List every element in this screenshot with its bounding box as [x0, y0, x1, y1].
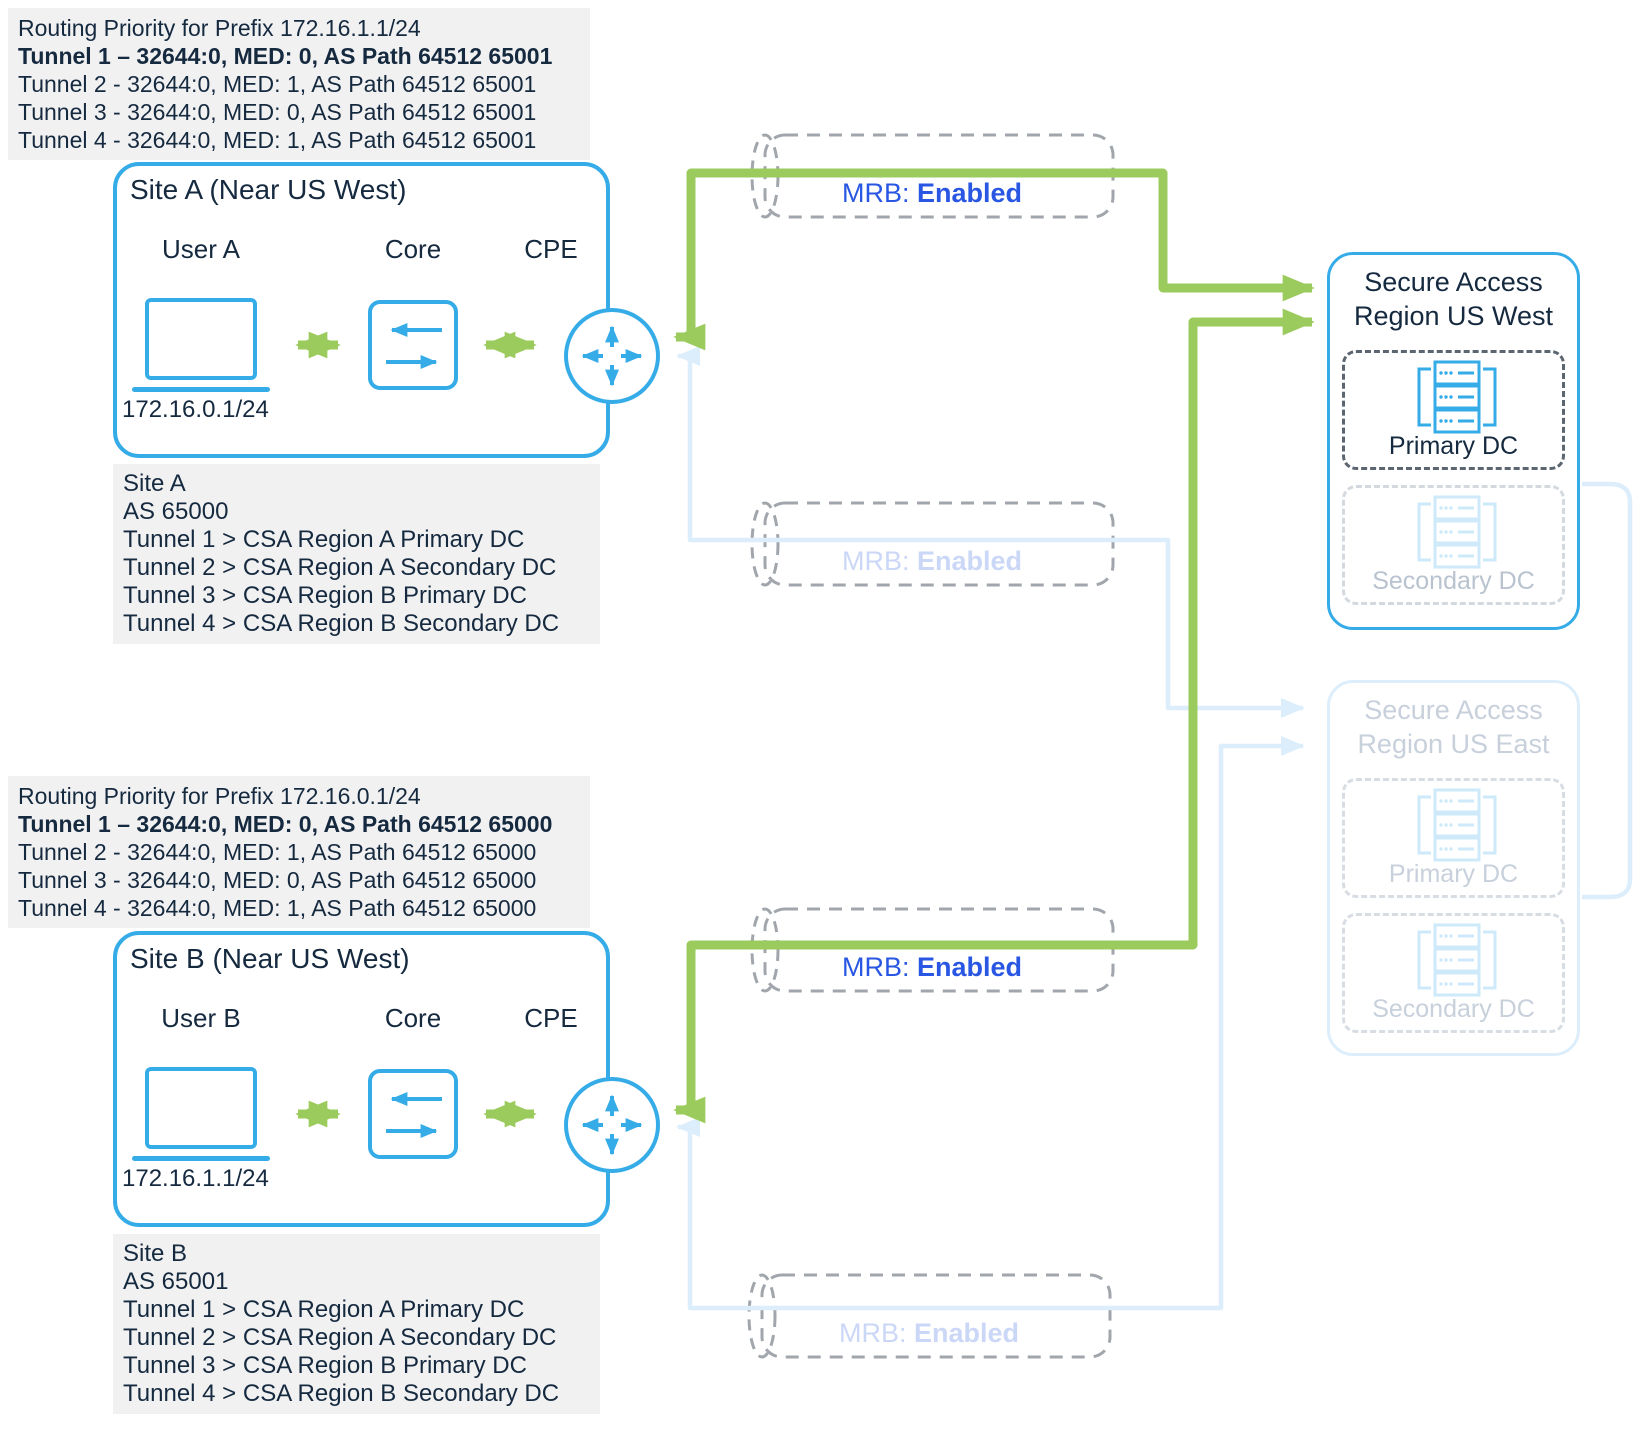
tunnel-pill-site-b-active: MRB: Enabled: [748, 906, 1116, 994]
primary-dc-label: Primary DC: [1388, 432, 1519, 460]
east-secondary-dc-box: Secondary DC: [1342, 913, 1565, 1033]
secondary-dc-label: Secondary DC: [1372, 567, 1535, 595]
site-a-subnet: 172.16.0.1/24: [122, 396, 269, 423]
region-west-title: Secure Access Region US West: [1353, 267, 1554, 331]
site-asn: AS 65001: [123, 1268, 229, 1295]
west-primary-dc-box: Primary DC: [1342, 350, 1565, 470]
routing-tunnel-3: Tunnel 3 - 32644:0, MED: 0, AS Path 6451…: [18, 867, 537, 893]
region-east-title: Secure Access Region US East: [1357, 695, 1550, 759]
tunnel-pill-site-a-standby: MRB: Enabled: [748, 500, 1116, 588]
routing-title: Routing Priority for Prefix 172.16.0.1/2…: [18, 783, 421, 809]
server-icon: [1417, 360, 1497, 434]
core-b-label: Core: [384, 1003, 442, 1033]
routing-title: Routing Priority for Prefix 172.16.1.1/2…: [18, 15, 421, 41]
cpe-router-icon: [564, 1077, 660, 1173]
routing-priority-block-site-a-prefix: Routing Priority for Prefix 172.16.0.1/2…: [8, 776, 590, 928]
routing-tunnel-3: Tunnel 3 - 32644:0, MED: 0, AS Path 6451…: [18, 99, 537, 125]
mrb-status-label: MRB: Enabled: [841, 546, 1023, 576]
laptop-base-icon: [132, 387, 270, 392]
site-asn: AS 65000: [123, 498, 229, 525]
tunnel-map-2: Tunnel 2 > CSA Region A Secondary DC: [123, 1324, 557, 1351]
secondary-dc-label: Secondary DC: [1372, 995, 1535, 1023]
user-a-label: User A: [161, 234, 241, 264]
primary-dc-label: Primary DC: [1388, 860, 1519, 888]
core-switch-icon: [368, 300, 458, 390]
site-b-info-block: Site B AS 65001 Tunnel 1 > CSA Region A …: [113, 1234, 600, 1414]
laptop-icon: [145, 298, 257, 380]
cpe-a-label: CPE: [524, 234, 578, 264]
tunnel-map-3: Tunnel 3 > CSA Region B Primary DC: [123, 582, 527, 609]
server-icon: [1417, 923, 1497, 997]
region-us-west-box: Secure Access Region US West Prim: [1327, 252, 1580, 630]
site-a-info-block: Site A AS 65000 Tunnel 1 > CSA Region A …: [113, 464, 600, 644]
routing-priority-block-site-b-prefix: Routing Priority for Prefix 172.16.1.1/2…: [8, 8, 590, 160]
routing-tunnel-4: Tunnel 4 - 32644:0, MED: 1, AS Path 6451…: [18, 127, 537, 153]
site-name: Site A: [123, 470, 186, 497]
routing-tunnel-1: Tunnel 1 – 32644:0, MED: 0, AS Path 6451…: [18, 43, 553, 69]
site-a-title: Site A (Near US West): [130, 174, 407, 205]
tunnel-map-3: Tunnel 3 > CSA Region B Primary DC: [123, 1352, 527, 1379]
routing-tunnel-2: Tunnel 2 - 32644:0, MED: 1, AS Path 6451…: [18, 71, 537, 97]
site-b-standby-path: [676, 736, 1305, 1311]
mrb-status-label: MRB: Enabled: [838, 1318, 1020, 1348]
site-b-subnet: 172.16.1.1/24: [122, 1165, 269, 1192]
routing-tunnel-1: Tunnel 1 – 32644:0, MED: 0, AS Path 6451…: [18, 811, 553, 837]
west-east-failover-bracket: [1582, 481, 1633, 900]
east-primary-dc-box: Primary DC: [1342, 778, 1565, 898]
tunnel-map-4: Tunnel 4 > CSA Region B Secondary DC: [123, 1380, 560, 1407]
tunnel-pill-site-b-standby: MRB: Enabled: [745, 1272, 1113, 1360]
cpe-router-icon: [564, 308, 660, 404]
laptop-icon: [145, 1067, 257, 1149]
server-icon: [1417, 495, 1497, 569]
region-us-east-box: Secure Access Region US East Prim: [1327, 680, 1580, 1056]
site-b-title: Site B (Near US West): [130, 943, 410, 974]
routing-tunnel-4: Tunnel 4 - 32644:0, MED: 1, AS Path 6451…: [18, 895, 537, 921]
laptop-base-icon: [132, 1156, 270, 1161]
site-name: Site B: [123, 1240, 188, 1267]
tunnel-map-1: Tunnel 1 > CSA Region A Primary DC: [123, 526, 525, 553]
mrb-status-label: MRB: Enabled: [841, 952, 1023, 982]
west-secondary-dc-box: Secondary DC: [1342, 485, 1565, 605]
core-a-label: Core: [384, 234, 442, 264]
cpe-b-label: CPE: [524, 1003, 578, 1033]
core-switch-icon: [368, 1069, 458, 1159]
routing-tunnel-2: Tunnel 2 - 32644:0, MED: 1, AS Path 6451…: [18, 839, 537, 865]
mrb-status-label: MRB: Enabled: [841, 178, 1023, 208]
tunnel-map-2: Tunnel 2 > CSA Region A Secondary DC: [123, 554, 557, 581]
user-b-label: User B: [161, 1003, 241, 1033]
server-icon: [1417, 788, 1497, 862]
tunnel-map-4: Tunnel 4 > CSA Region B Secondary DC: [123, 610, 560, 637]
tunnel-pill-site-a-active: MRB: Enabled: [748, 132, 1116, 220]
tunnel-map-1: Tunnel 1 > CSA Region A Primary DC: [123, 1296, 525, 1323]
